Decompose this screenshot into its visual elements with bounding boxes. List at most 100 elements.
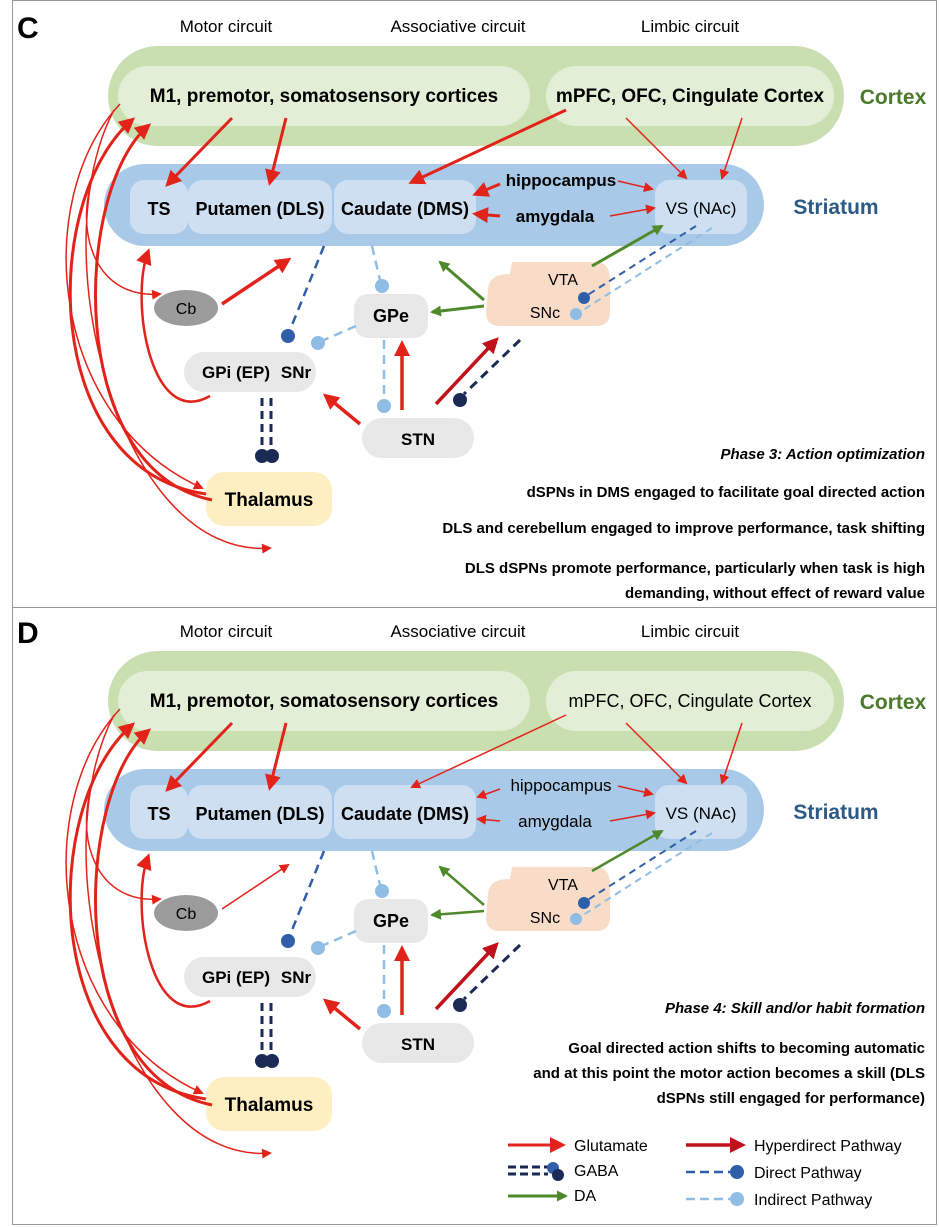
panel-divider xyxy=(12,607,937,608)
gaba-terminal-thalamus-1 xyxy=(255,1054,269,1068)
vta-label: VTA xyxy=(548,877,578,894)
hippocampus-label: hippocampus xyxy=(510,776,611,795)
mpfc-ofc-cingulate-label: mPFC, OFC, Cingulate Cortex xyxy=(556,86,825,107)
phase-title: Phase 3: Action optimization xyxy=(721,446,925,463)
direct-terminal-gpi xyxy=(281,934,295,948)
panel-c: C Motor circuit Associative circuit Limb… xyxy=(17,12,927,602)
loop-gpi-to-striatum xyxy=(136,248,211,403)
legend-hyperdirect-label: Hyperdirect Pathway xyxy=(754,1138,902,1155)
legend-indirect-label: Indirect Pathway xyxy=(754,1192,872,1209)
loop-cortex-to-thalamus xyxy=(65,708,204,1095)
indirect-terminal-snc xyxy=(570,913,582,925)
vs-nac-label: VS (NAc) xyxy=(666,199,737,218)
caudate-box xyxy=(334,180,476,234)
associative-circuit-header: Associative circuit xyxy=(390,622,525,641)
putamen-box xyxy=(188,180,332,234)
amygdala-label: amygdala xyxy=(516,207,595,226)
ts-label: TS xyxy=(147,804,170,824)
loop-cortex-to-thalamus xyxy=(65,103,204,490)
limbic-circuit-header: Limbic circuit xyxy=(641,17,740,36)
legend-indirect-terminal xyxy=(730,1192,744,1206)
putamen-label: Putamen (DLS) xyxy=(195,199,324,219)
indirect-gpe-to-gpi xyxy=(323,929,357,947)
indirect-vs-to-snc xyxy=(579,832,713,918)
arrow-cb-to-putamen xyxy=(221,257,292,306)
arrow-cingulate-to-vs xyxy=(719,722,743,785)
gpi-ep-label: GPi (EP) xyxy=(202,363,270,382)
gpi-snr-node xyxy=(184,957,316,997)
da-snc-to-striatum xyxy=(438,865,485,906)
indirect-striatum-to-gpe xyxy=(370,850,382,886)
note-line-1: Goal directed action shifts to becoming … xyxy=(568,1040,925,1057)
gaba-terminal-stn xyxy=(453,393,467,407)
indirect-terminal-snc xyxy=(570,308,582,320)
arrow-cingulate-to-vs xyxy=(719,117,743,180)
putamen-label: Putamen (DLS) xyxy=(195,804,324,824)
panel-d: D Motor circuit Associative circuit Limb… xyxy=(17,617,927,1159)
da-vta-to-vs xyxy=(591,224,664,268)
cb-node xyxy=(154,290,218,326)
arrow-cortex-to-cb xyxy=(85,764,162,905)
caudate-label: Caudate (DMS) xyxy=(341,804,469,824)
arrow-m1-to-putamen xyxy=(265,722,288,791)
direct-terminal-vta xyxy=(578,292,590,304)
indirect-terminal-stn xyxy=(377,399,391,413)
indirect-striatum-to-gpe xyxy=(370,245,382,281)
cb-node xyxy=(154,895,218,931)
note-line-3b: demanding, without effect of reward valu… xyxy=(625,585,925,602)
direct-terminal-gpi xyxy=(281,329,295,343)
gpe-label: GPe xyxy=(373,306,409,326)
indirect-terminal-stn xyxy=(377,1004,391,1018)
arrow-hippocampus-to-caudate xyxy=(476,788,501,799)
thalamus-label: Thalamus xyxy=(225,490,314,511)
vs-nac-box xyxy=(655,785,747,839)
note-line-2: and at this point the motor action becom… xyxy=(533,1065,925,1082)
gaba-terminal-thalamus-2 xyxy=(265,1054,279,1068)
phase-title: Phase 4: Skill and/or habit formation xyxy=(665,1000,925,1017)
caudate-label: Caudate (DMS) xyxy=(341,199,469,219)
note-line-1: dSPNs in DMS engaged to facilitate goal … xyxy=(527,484,925,501)
arrow-cb-to-putamen xyxy=(221,863,290,910)
cb-label: Cb xyxy=(176,301,197,318)
motor-circuit-header: Motor circuit xyxy=(180,17,273,36)
associative-circuit-header: Associative circuit xyxy=(390,17,525,36)
indirect-terminal-gpe xyxy=(375,279,389,293)
da-snc-to-striatum xyxy=(438,260,485,302)
direct-striatum-to-gpi xyxy=(288,850,326,936)
m1-premotor-somatosensory-box xyxy=(118,66,530,126)
mpfc-ofc-cingulate-box xyxy=(546,671,834,731)
gaba-terminal-thalamus-2 xyxy=(265,449,279,463)
indirect-terminal-gpe xyxy=(375,884,389,898)
gpi-ep-label: GPi (EP) xyxy=(202,968,270,987)
limbic-circuit-header: Limbic circuit xyxy=(641,622,740,641)
gaba-terminal-stn xyxy=(453,998,467,1012)
gpe-node xyxy=(354,899,428,943)
arrow-hippocampus-to-vs xyxy=(617,180,654,193)
ts-label: TS xyxy=(147,199,170,219)
loop-thalamus-to-cortex-2 xyxy=(94,123,213,502)
legend-glutamate-label: Glutamate xyxy=(574,1138,648,1155)
hippocampus-label: hippocampus xyxy=(506,171,617,190)
arrow-m1-to-putamen xyxy=(265,117,288,186)
indirect-vs-to-snc xyxy=(579,227,713,313)
vs-nac-label: VS (NAc) xyxy=(666,804,737,823)
da-vta-to-vs xyxy=(591,829,664,873)
legend-gaba-terminal-2 xyxy=(552,1169,564,1181)
arrow-stn-to-gpi xyxy=(322,393,362,426)
thalamus-node xyxy=(206,1077,332,1131)
panel-letter: D xyxy=(17,617,39,650)
mpfc-ofc-cingulate-label: mPFC, OFC, Cingulate Cortex xyxy=(568,691,811,711)
arrow-amygdala-to-caudate xyxy=(476,814,501,825)
stn-label: STN xyxy=(401,1035,435,1054)
snc-label: SNc xyxy=(530,305,560,322)
snc-label: SNc xyxy=(530,910,560,927)
caudate-box xyxy=(334,785,476,839)
da-snc-to-gpe xyxy=(430,908,485,920)
gpi-snr-node xyxy=(184,352,316,392)
snr-label: SNr xyxy=(281,968,312,987)
arrow-stn-to-snc xyxy=(434,942,499,1011)
direct-vs-to-vta xyxy=(585,225,697,297)
legend-gaba-label: GABA xyxy=(574,1163,619,1180)
striatum-label: Striatum xyxy=(793,196,878,219)
stn-node xyxy=(362,418,474,458)
